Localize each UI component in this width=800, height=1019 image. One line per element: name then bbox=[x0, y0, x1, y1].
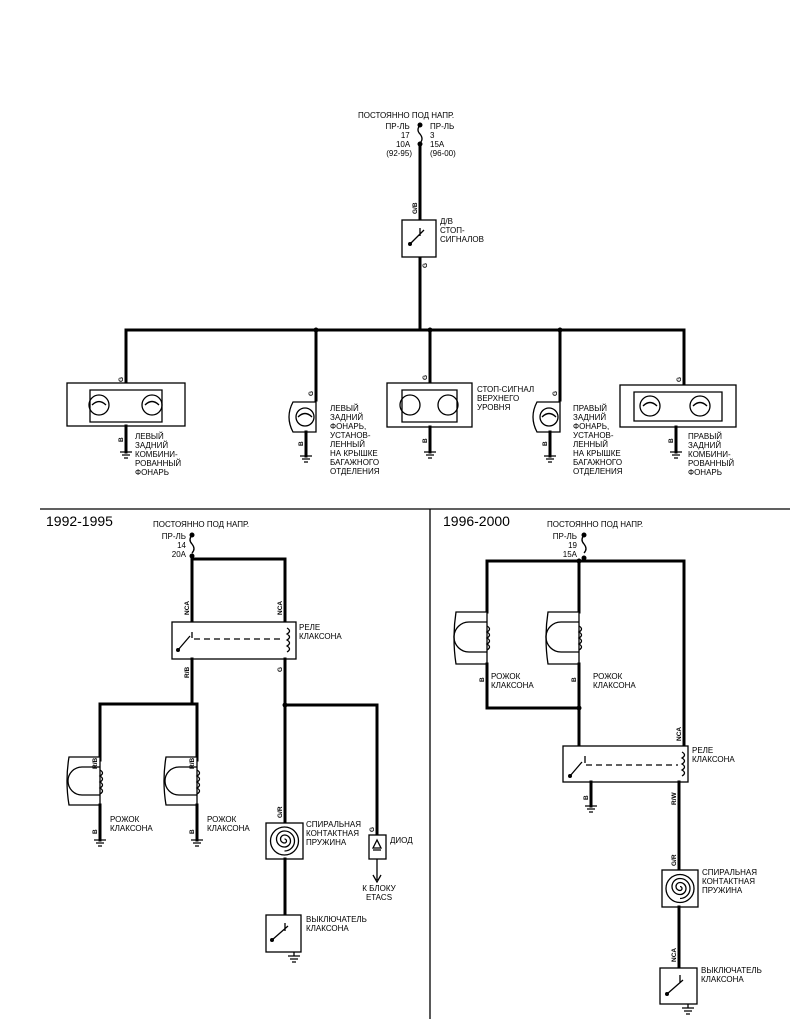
svg-text:B: B bbox=[479, 677, 486, 682]
svg-text:R/B: R/B bbox=[184, 667, 191, 679]
svg-text:R/B: R/B bbox=[92, 758, 99, 770]
svg-text:G/R: G/R bbox=[671, 854, 678, 866]
svg-text:R/B: R/B bbox=[189, 758, 196, 770]
svg-text:B: B bbox=[583, 795, 590, 800]
svg-text:G: G bbox=[369, 827, 376, 832]
svg-text:B: B bbox=[298, 441, 305, 446]
svg-text:B: B bbox=[189, 829, 196, 834]
left-year-label: 1992-1995 bbox=[46, 513, 113, 529]
svg-text:B: B bbox=[571, 677, 578, 682]
svg-text:R/W: R/W bbox=[671, 792, 678, 806]
top-fuse-icon bbox=[417, 124, 423, 144]
svg-text:B: B bbox=[542, 441, 549, 446]
svg-text:G: G bbox=[118, 377, 125, 382]
svg-text:G: G bbox=[277, 667, 284, 672]
svg-text:G: G bbox=[308, 391, 315, 396]
left-power-label: ПОСТОЯННО ПОД НАПР. bbox=[153, 520, 249, 529]
top-power-label: ПОСТОЯННО ПОД НАПР. bbox=[358, 111, 454, 120]
svg-text:G: G bbox=[552, 391, 559, 396]
left-diode-label: ДИОД bbox=[390, 836, 413, 845]
top-fuse-left-label: ПР-ЛЬ 17 10A (92-95) bbox=[386, 122, 413, 158]
wire-label-gb-top: G/B bbox=[412, 202, 419, 214]
svg-text:G: G bbox=[422, 375, 429, 380]
svg-text:G/R: G/R bbox=[277, 806, 284, 818]
stop-lamp-switch-label: Д/В СТОП- СИГНАЛОВ bbox=[440, 217, 484, 244]
svg-text:B: B bbox=[668, 438, 675, 443]
left-fuse-icon bbox=[189, 534, 195, 554]
svg-text:B: B bbox=[118, 437, 125, 442]
stop-lamp-switch: Д/В СТОП- СИГНАЛОВ bbox=[401, 217, 484, 258]
svg-text:NCA: NCA bbox=[184, 601, 191, 615]
svg-text:NCA: NCA bbox=[676, 727, 683, 741]
right-horn-1: B bbox=[453, 611, 491, 682]
svg-text:G: G bbox=[676, 377, 683, 382]
top-fuse-right-label: ПР-ЛЬ 3 15A (96-00) bbox=[430, 122, 456, 158]
svg-text:NCA: NCA bbox=[277, 601, 284, 615]
svg-text:B: B bbox=[92, 829, 99, 834]
right-fuse-icon bbox=[581, 534, 587, 554]
right-power-label: ПОСТОЯННО ПОД НАПР. bbox=[547, 520, 643, 529]
svg-text:NCA: NCA bbox=[671, 948, 678, 962]
wire-label-g-top: G bbox=[422, 263, 429, 268]
svg-text:B: B bbox=[422, 438, 429, 443]
right-year-label: 1996-2000 bbox=[443, 513, 510, 529]
top-power-source: ПОСТОЯННО ПОД НАПР. ПР-ЛЬ 17 10A (92-95)… bbox=[358, 111, 456, 158]
